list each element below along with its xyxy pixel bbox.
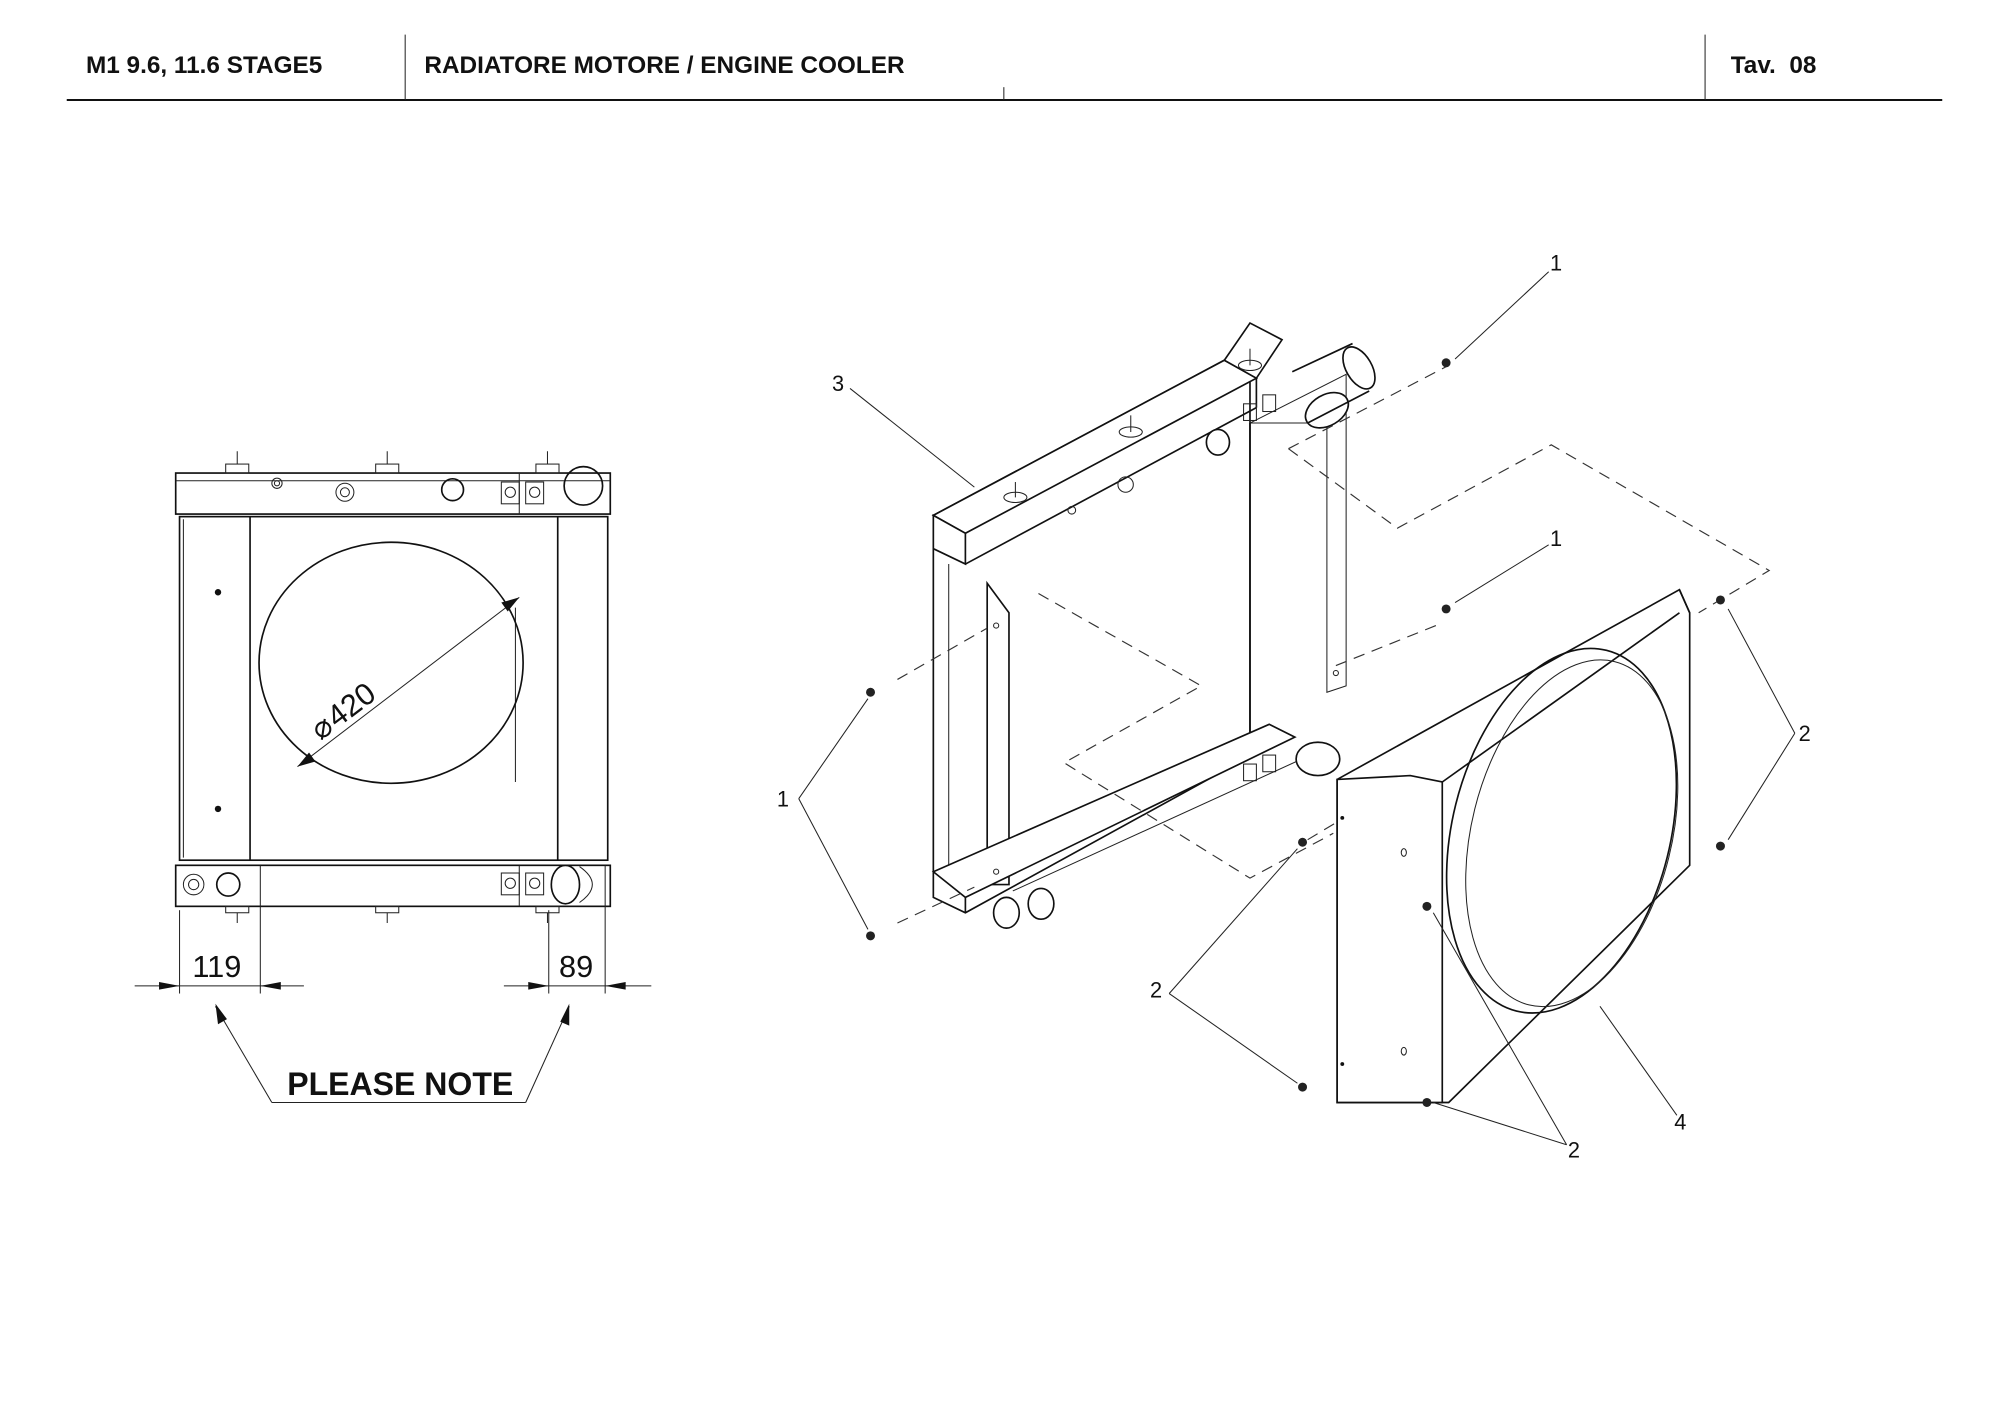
callout-1: 1 — [1550, 526, 1562, 551]
callout-1: 1 — [777, 786, 789, 811]
callout-1: 1 — [1550, 250, 1562, 275]
radiator-front-view: ⌀ 420 119 89 PLEASE NOTE — [134, 451, 652, 1103]
callout-4: 4 — [1674, 1109, 1686, 1134]
callout-2: 2 — [1568, 1138, 1580, 1163]
callout-2: 2 — [1799, 721, 1811, 746]
callout-3: 3 — [832, 371, 844, 396]
sheet-title: RADIATORE MOTORE / ENGINE COOLER — [424, 52, 905, 79]
dimension-left: 119 — [192, 949, 241, 984]
radiator-isometric-view: 1 3 1 1 2 2 2 4 — [777, 250, 1811, 1162]
table-number: Tav. 08 — [1731, 52, 1817, 79]
please-note-label: PLEASE NOTE — [287, 1066, 513, 1102]
model-label: M1 9.6, 11.6 STAGE5 — [86, 52, 322, 79]
callout-2: 2 — [1150, 977, 1162, 1002]
dimension-right: 89 — [559, 949, 593, 984]
title-block: M1 9.6, 11.6 STAGE5 RADIATORE MOTORE / E… — [66, 34, 1943, 102]
